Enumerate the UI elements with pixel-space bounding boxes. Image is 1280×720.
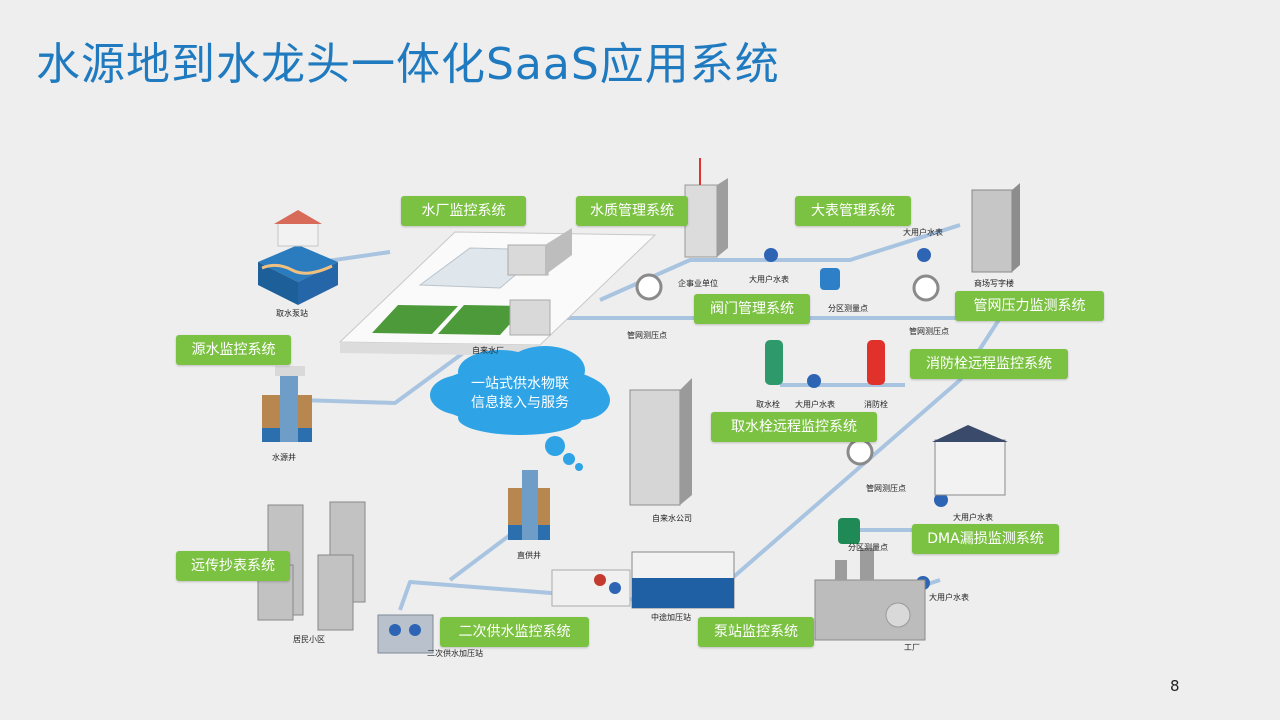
pressure-gauge-icon <box>635 273 940 466</box>
tag-remote-reading-system[interactable]: 远传抄表系统 <box>176 551 290 581</box>
fire-hydrant-icon <box>867 340 885 385</box>
label-company: 自来水公司 <box>652 514 692 523</box>
label-large-meter-1: 大用户水表 <box>749 275 789 284</box>
label-factory: 工厂 <box>904 643 920 652</box>
cloud-line-1: 一站式供水物联 <box>471 376 569 392</box>
label-pressure-3: 管网测压点 <box>866 484 906 493</box>
label-pressure-2: 管网测压点 <box>909 327 949 336</box>
dormitory-building-icon <box>932 425 1008 496</box>
water-company-building-icon <box>629 378 692 506</box>
tag-pipe-pressure-system[interactable]: 管网压力监测系统 <box>955 291 1104 321</box>
secondary-pump-station-icon <box>377 614 434 654</box>
water-source-well-icon <box>262 366 312 442</box>
label-intake-pump: 取水泵站 <box>276 309 308 318</box>
large-meter-icon <box>764 248 948 590</box>
tag-large-meter-system[interactable]: 大表管理系统 <box>795 196 911 226</box>
label-large-meter-3: 大用户水表 <box>795 400 835 409</box>
label-office: 商场写字楼 <box>974 279 1014 288</box>
label-large-meter-4: 大用户水表 <box>953 513 993 522</box>
tag-source-water-system[interactable]: 源水监控系统 <box>176 335 291 365</box>
enterprise-building-icon <box>684 158 728 258</box>
direct-well-icon <box>508 470 550 540</box>
label-large-meter-2: 大用户水表 <box>903 228 943 237</box>
label-district-meter-1: 分区测量点 <box>828 304 868 313</box>
label-residential: 居民小区 <box>293 635 325 644</box>
booster-station-icon <box>551 551 735 609</box>
tag-pump-station-system[interactable]: 泵站监控系统 <box>698 617 814 647</box>
factory-icon <box>814 548 926 641</box>
label-direct-well: 直供井 <box>517 551 541 560</box>
label-enterprise: 企事业单位 <box>678 279 718 288</box>
tag-dma-leakage-system[interactable]: DMA漏损监测系统 <box>912 524 1059 554</box>
water-plant-icon <box>338 228 657 356</box>
cloud-text: 一站式供水物联 信息接入与服务 <box>455 375 585 413</box>
label-water-plant: 自来水厂 <box>472 346 504 355</box>
office-building-icon <box>971 183 1020 273</box>
label-well: 水源井 <box>272 453 296 462</box>
label-pressure-1: 管网测压点 <box>627 331 667 340</box>
intake-hydrant-icon <box>765 340 783 385</box>
pipe-well-to-plant <box>299 346 472 405</box>
intake-pump-station-icon <box>258 210 338 305</box>
tag-water-plant-system[interactable]: 水厂监控系统 <box>401 196 526 226</box>
label-booster-station: 中途加压站 <box>651 613 691 622</box>
tag-valve-system[interactable]: 阀门管理系统 <box>694 294 810 324</box>
cloud-icon <box>430 346 610 471</box>
cloud-line-2: 信息接入与服务 <box>471 395 569 411</box>
tag-secondary-supply-system[interactable]: 二次供水监控系统 <box>440 617 589 647</box>
label-fire-hydrant: 消防栓 <box>864 400 888 409</box>
label-district-meter-2: 分区测量点 <box>848 543 888 552</box>
tag-water-quality-system[interactable]: 水质管理系统 <box>576 196 688 226</box>
label-intake-hydrant: 取水栓 <box>756 400 780 409</box>
district-meter-icon <box>820 268 860 544</box>
tag-intake-hydrant-remote-system[interactable]: 取水栓远程监控系统 <box>711 412 877 442</box>
label-large-meter-5: 大用户水表 <box>929 593 969 602</box>
page-title: 水源地到水龙头一体化SaaS应用系统 <box>36 39 780 90</box>
label-secondary-station: 二次供水加压站 <box>427 649 483 658</box>
page-number: 8 <box>1170 677 1180 695</box>
tag-hydrant-remote-system[interactable]: 消防栓远程监控系统 <box>910 349 1068 379</box>
